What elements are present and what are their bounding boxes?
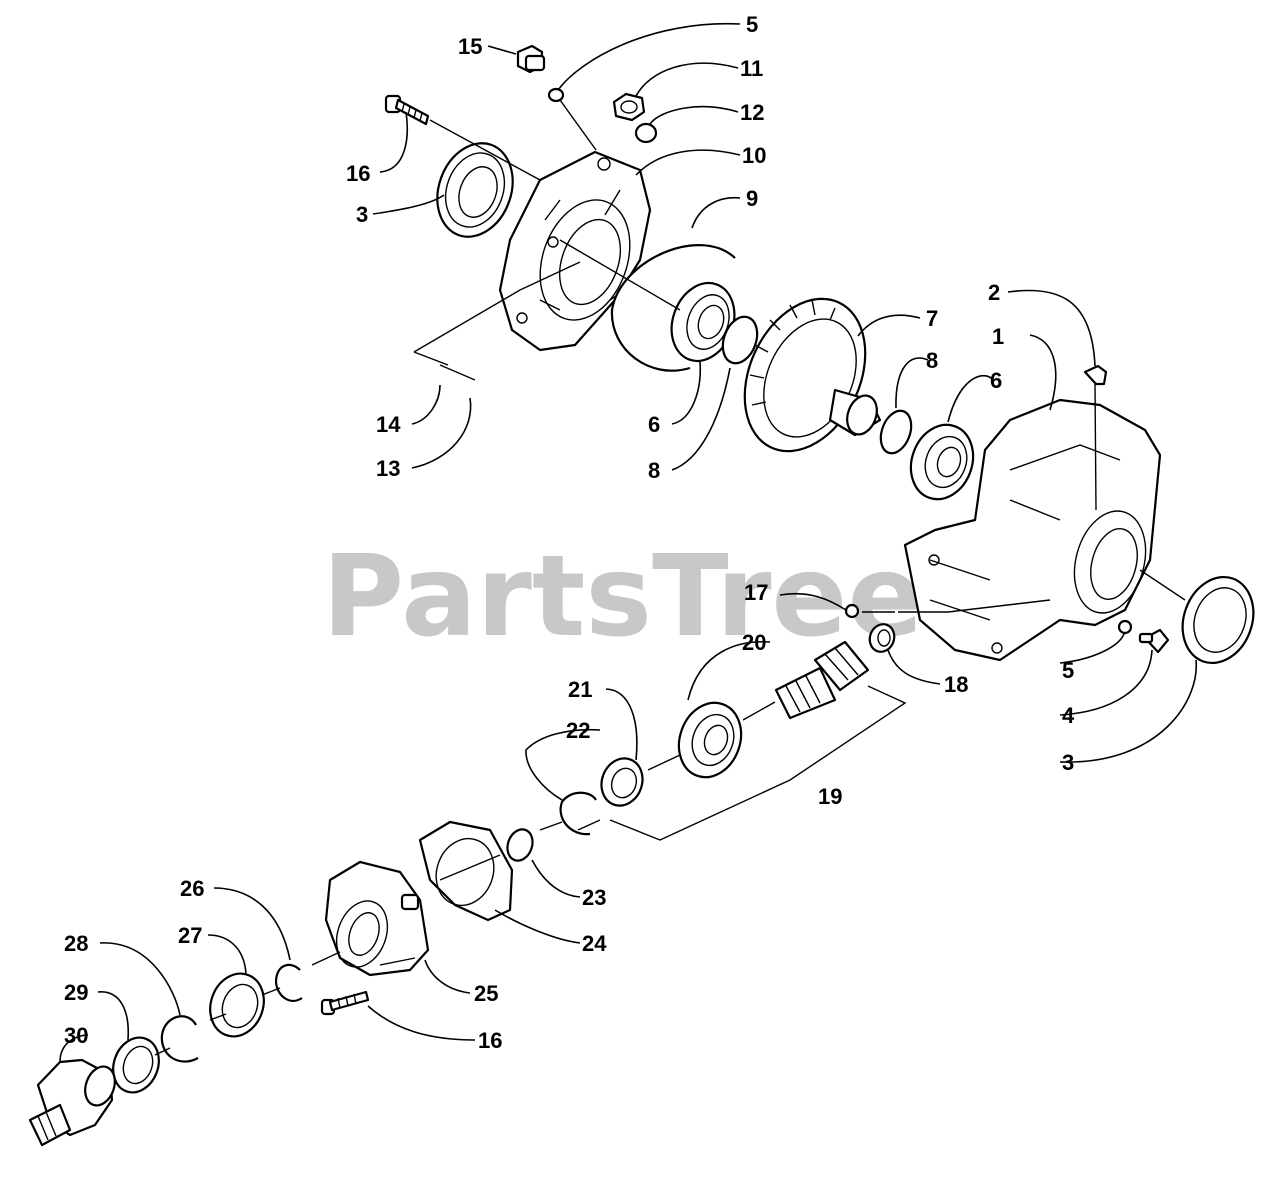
watermark: PartsTree ™ bbox=[322, 532, 942, 662]
part-27-bearing[interactable] bbox=[202, 966, 273, 1044]
callout-20: 20 bbox=[742, 630, 766, 655]
callout-1: 1 bbox=[992, 324, 1004, 349]
watermark-text: PartsTree bbox=[322, 532, 923, 662]
leader-lines bbox=[59, 22, 1198, 1063]
callout-25: 25 bbox=[474, 981, 498, 1006]
part-23-o-ring[interactable] bbox=[503, 826, 536, 864]
part-28-snap-ring[interactable] bbox=[160, 1015, 199, 1063]
callout-27: 27 bbox=[178, 923, 202, 948]
part-13-drain-plug[interactable] bbox=[516, 44, 546, 74]
callout-21: 21 bbox=[568, 677, 592, 702]
part-10-gear-case-cover[interactable] bbox=[498, 150, 652, 352]
callout-30: 30 bbox=[64, 1023, 88, 1048]
part-3-oil-seal-top[interactable] bbox=[425, 133, 525, 248]
callout-15: 14 bbox=[376, 412, 401, 437]
part-19-pinion-shaft[interactable] bbox=[774, 640, 870, 720]
part-20-bearing[interactable] bbox=[669, 694, 751, 786]
part-29-seal[interactable] bbox=[106, 1031, 166, 1099]
part-24-gasket[interactable] bbox=[418, 820, 514, 922]
callout-5-right: 5 bbox=[1062, 658, 1074, 683]
callout-19: 19 bbox=[818, 784, 842, 809]
callout-8-left: 8 bbox=[648, 458, 660, 483]
callout-6-right: 6 bbox=[990, 368, 1002, 393]
callout-4: 4 bbox=[1062, 703, 1075, 728]
callout-10: 10 bbox=[742, 143, 766, 168]
part-12-o-ring[interactable] bbox=[634, 122, 658, 144]
part-4-bolt[interactable] bbox=[1138, 628, 1170, 654]
callout-16-top: 16 bbox=[346, 161, 370, 186]
callout-13: 15 bbox=[458, 34, 482, 59]
callout-labels: 15 5 11 12 16 3 10 9 7 8 6 2 1 6 8 14 13… bbox=[64, 12, 1075, 1053]
callout-26: 26 bbox=[180, 876, 204, 901]
callout-3-top: 3 bbox=[356, 202, 368, 227]
part-30-output-flange[interactable] bbox=[28, 1058, 120, 1147]
callout-17: 17 bbox=[744, 580, 768, 605]
part-16-bolt-bottom[interactable] bbox=[320, 990, 370, 1016]
part-7-bevel-gear[interactable] bbox=[721, 279, 888, 470]
callout-6-left: 6 bbox=[648, 412, 660, 437]
part-17-pin[interactable] bbox=[844, 603, 860, 619]
part-11-nut[interactable] bbox=[612, 92, 646, 122]
part-26-snap-ring[interactable] bbox=[274, 963, 303, 1002]
callout-5-top: 5 bbox=[746, 12, 758, 37]
callout-24: 24 bbox=[582, 931, 607, 956]
callout-29: 29 bbox=[64, 980, 88, 1005]
callout-14: 13 bbox=[376, 456, 400, 481]
callout-18: 18 bbox=[944, 672, 968, 697]
part-2-breather[interactable] bbox=[1083, 364, 1108, 511]
part-25-pinion-housing[interactable] bbox=[324, 860, 430, 977]
part-3-oil-seal-right[interactable] bbox=[1171, 567, 1265, 673]
part-6-bearing-left[interactable] bbox=[661, 274, 745, 370]
callout-28: 28 bbox=[64, 931, 88, 956]
callout-12: 12 bbox=[740, 100, 764, 125]
part-9-snap-ring[interactable] bbox=[610, 244, 736, 372]
callout-3-right: 3 bbox=[1062, 750, 1074, 775]
part-18-needle-bearing[interactable] bbox=[866, 621, 898, 656]
callout-22: 22 bbox=[566, 718, 590, 743]
part-22-snap-ring[interactable] bbox=[559, 791, 597, 836]
part-8-ring-right[interactable] bbox=[875, 407, 916, 458]
part-16-bolt-top[interactable] bbox=[384, 94, 430, 126]
callout-9: 9 bbox=[746, 186, 758, 211]
part-5-washer-right[interactable] bbox=[1117, 619, 1133, 635]
callout-11: 11 bbox=[740, 56, 763, 81]
part-5-washer-top[interactable] bbox=[547, 87, 565, 103]
callout-23: 23 bbox=[582, 885, 606, 910]
callout-8-right: 8 bbox=[926, 348, 938, 373]
part-6-bearing-right[interactable] bbox=[901, 416, 983, 508]
callout-16-bottom: 16 bbox=[478, 1028, 502, 1053]
callout-7: 7 bbox=[926, 306, 938, 331]
callout-2: 2 bbox=[988, 280, 1000, 305]
part-21-bearing-small[interactable] bbox=[595, 753, 649, 812]
